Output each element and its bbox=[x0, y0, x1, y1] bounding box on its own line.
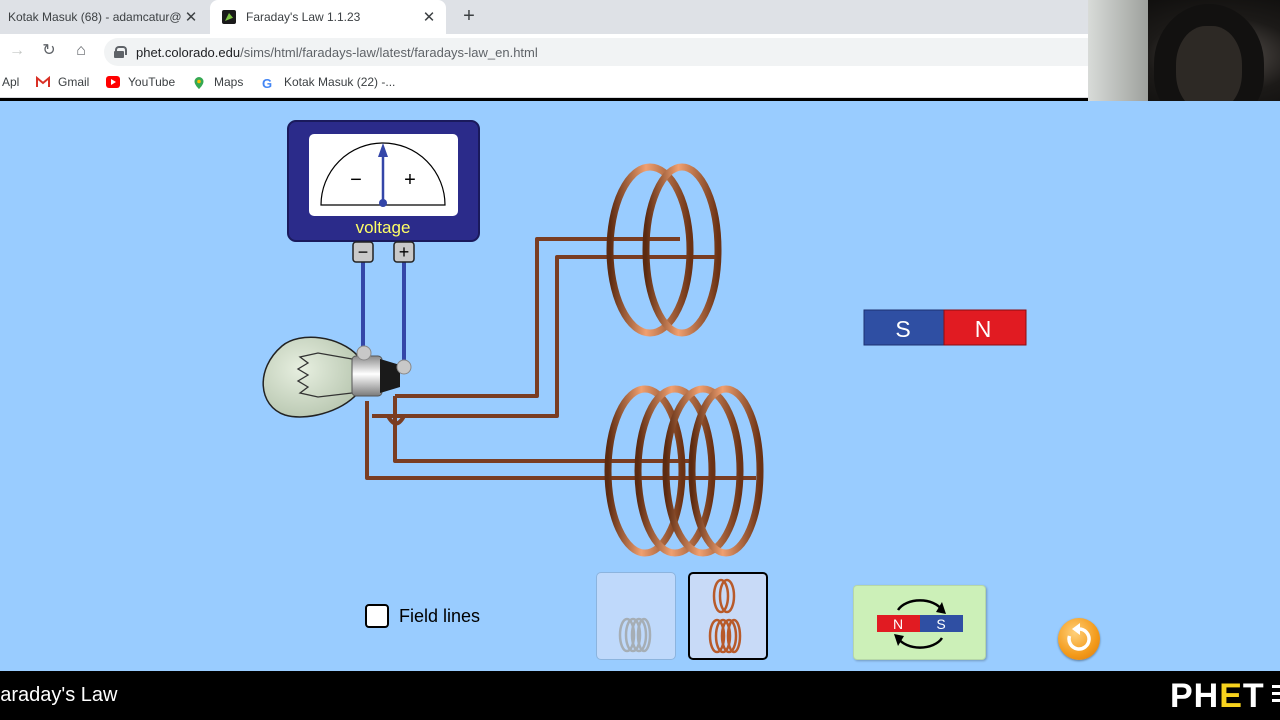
bulb-terminal bbox=[396, 359, 412, 375]
two-coils-button[interactable] bbox=[688, 572, 768, 660]
webcam-overlay bbox=[1088, 0, 1280, 124]
youtube-icon bbox=[106, 76, 120, 88]
terminal-plus-label: + bbox=[399, 242, 410, 262]
url-path: /sims/html/faradays-law/latest/faradays-… bbox=[240, 44, 538, 60]
bookmark-gmail[interactable]: Gmail bbox=[36, 75, 89, 89]
bulb-filament bbox=[296, 352, 353, 398]
bar-magnet[interactable]: S N bbox=[863, 309, 1027, 346]
close-icon[interactable]: ✕ bbox=[422, 9, 436, 26]
browser-toolbar: → ↻ ⌂ phet.colorado.edu/sims/html/farada… bbox=[0, 34, 1088, 68]
browser-tab-bar: Kotak Masuk (68) - adamcatur@ ✕ Faraday'… bbox=[0, 0, 1088, 34]
two-coils-icon bbox=[708, 578, 742, 654]
single-coil-icon bbox=[618, 617, 652, 653]
wire-bend bbox=[386, 414, 406, 426]
bookmark-label: Apl bbox=[2, 75, 20, 89]
logo-e: E bbox=[1219, 677, 1243, 715]
bookmark-maps[interactable]: Maps bbox=[192, 75, 243, 89]
simulation-area: − + voltage − + S N bbox=[0, 101, 1280, 671]
voltmeter-terminal-positive: + bbox=[393, 241, 415, 263]
bulb-glass bbox=[262, 336, 359, 418]
close-icon[interactable]: ✕ bbox=[184, 9, 198, 26]
bookmark-youtube[interactable]: YouTube bbox=[106, 75, 175, 89]
voltmeter-label: voltage bbox=[356, 218, 411, 237]
bottom-coil-loop bbox=[634, 385, 716, 557]
flip-magnet-button[interactable]: N S bbox=[853, 585, 986, 660]
voltmeter-needle-pivot bbox=[379, 199, 387, 207]
bookmark-label: YouTube bbox=[128, 75, 176, 89]
bookmark-label: Kotak Masuk (22) -... bbox=[284, 75, 396, 89]
wire-bottom-coil-a bbox=[393, 396, 690, 463]
logo-t: T bbox=[1242, 677, 1265, 715]
reset-all-button[interactable] bbox=[1058, 618, 1100, 660]
bulb-base bbox=[351, 355, 383, 397]
lock-icon bbox=[114, 46, 127, 58]
bulb-terminal bbox=[356, 345, 372, 361]
wire-top-coil-b bbox=[372, 255, 716, 418]
forward-icon[interactable]: → bbox=[9, 42, 25, 59]
google-icon: G bbox=[262, 76, 273, 91]
bookmark-label: Gmail bbox=[58, 75, 90, 89]
phet-menu-icon[interactable] bbox=[1272, 685, 1280, 705]
checkbox-box[interactable] bbox=[365, 604, 389, 628]
simulation-canvas: − + voltage − + S N bbox=[262, 120, 1027, 557]
tab-faradays-law[interactable]: Faraday's Law 1.1.23 ✕ bbox=[210, 0, 446, 34]
reload-icon[interactable]: ↻ bbox=[42, 42, 56, 59]
wire-bottom-coil-b bbox=[365, 401, 756, 480]
sim-title: Faraday's Law bbox=[0, 684, 118, 706]
bookmark-label: Maps bbox=[214, 75, 244, 89]
dial-plus-sign: + bbox=[404, 169, 416, 191]
address-bar[interactable]: phet.colorado.edu/sims/html/faradays-law… bbox=[104, 38, 1088, 66]
tab-gmail[interactable]: Kotak Masuk (68) - adamcatur@ ✕ bbox=[0, 0, 208, 34]
circuit-wires bbox=[365, 237, 756, 480]
terminal-minus-label: − bbox=[358, 242, 369, 262]
magnet-south-label: S bbox=[895, 316, 910, 342]
webcam-face bbox=[1176, 26, 1242, 112]
maps-icon bbox=[192, 76, 206, 89]
reset-icon bbox=[1067, 623, 1091, 651]
top-coil-loop bbox=[642, 163, 722, 337]
field-lines-checkbox[interactable]: Field lines bbox=[365, 604, 480, 628]
phet-favicon-icon bbox=[222, 10, 236, 24]
bottom-coil-loop bbox=[662, 385, 744, 557]
home-icon[interactable]: ⌂ bbox=[76, 42, 86, 59]
bookmark-apps[interactable]: Apl bbox=[2, 75, 19, 89]
magnet-north-label: N bbox=[975, 316, 992, 342]
tab-title: Kotak Masuk (68) - adamcatur@ bbox=[8, 10, 182, 24]
voltmeter-needle-tip bbox=[378, 143, 388, 157]
gmail-icon bbox=[36, 75, 50, 88]
bookmark-kotak-masuk[interactable]: G Kotak Masuk (22) -... bbox=[262, 75, 396, 91]
light-bulb bbox=[262, 336, 412, 418]
bulb-contact bbox=[380, 359, 400, 393]
phet-navigation-bar: Faraday's Law PHET bbox=[0, 671, 1280, 720]
flip-north-label: N bbox=[893, 616, 903, 632]
bookmarks-bar: Apl Gmail YouTube Maps G Kotak Masuk (22… bbox=[0, 68, 1088, 98]
bottom-coil bbox=[604, 385, 764, 557]
voltmeter-terminal-negative: − bbox=[352, 241, 374, 263]
magnet-north-pole bbox=[943, 309, 1027, 346]
url-host: phet.colorado.edu bbox=[136, 44, 241, 60]
new-tab-button[interactable]: + bbox=[463, 5, 475, 27]
bottom-coil-loop bbox=[688, 385, 764, 557]
top-coil bbox=[606, 163, 722, 337]
phet-logo-button[interactable]: PHET bbox=[1170, 677, 1265, 716]
wire-top-coil-a bbox=[395, 237, 680, 398]
tab-title: Faraday's Law 1.1.23 bbox=[246, 10, 361, 24]
field-lines-label: Field lines bbox=[399, 605, 481, 626]
dial-minus-sign: − bbox=[350, 169, 362, 191]
bottom-coil-loop bbox=[604, 385, 686, 557]
logo-ph: PH bbox=[1170, 677, 1220, 715]
flip-south-label: S bbox=[936, 616, 945, 632]
top-coil-loop bbox=[606, 163, 694, 337]
flip-magnet-icon: N S bbox=[877, 599, 963, 649]
one-coil-button[interactable] bbox=[596, 572, 676, 660]
voltmeter[interactable]: − + voltage bbox=[287, 120, 480, 242]
